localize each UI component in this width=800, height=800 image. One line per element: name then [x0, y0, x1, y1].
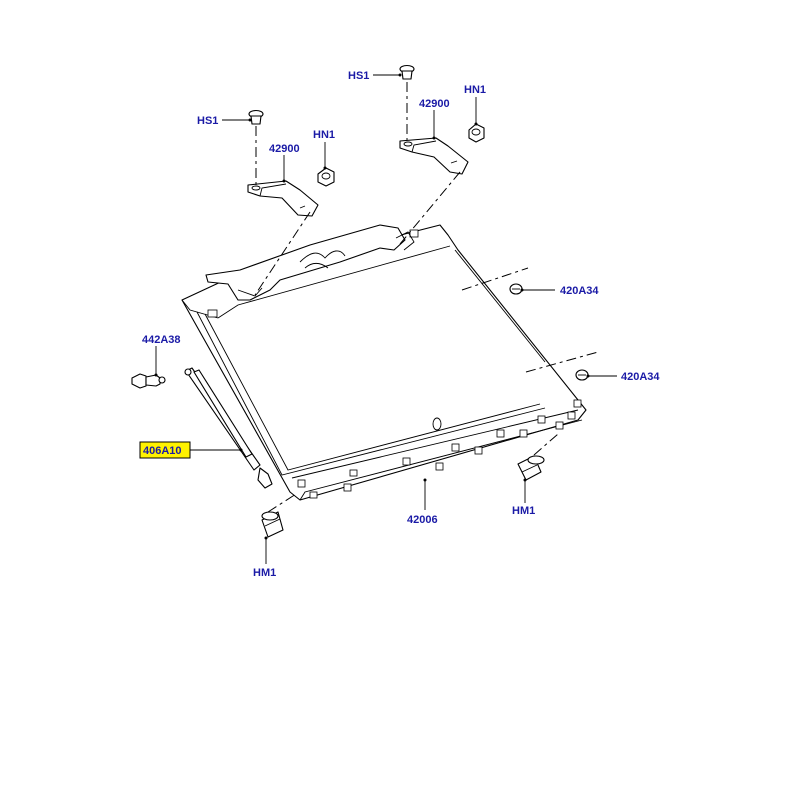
hinge-nut-right[interactable]	[468, 123, 485, 143]
label-hn1-right[interactable]: HN1	[464, 84, 486, 96]
ball-stud[interactable]	[131, 373, 166, 389]
label-42900-right[interactable]: 42900	[419, 98, 450, 110]
label-hm1-right[interactable]: HM1	[512, 505, 535, 517]
hinge-nut-left[interactable]	[317, 167, 335, 187]
label-hs1-right[interactable]: HS1	[348, 70, 369, 82]
label-406a10[interactable]: 406A10	[143, 445, 182, 457]
glass-nut-upper[interactable]	[509, 283, 523, 295]
label-442a38[interactable]: 442A38	[142, 334, 181, 346]
gas-strut[interactable]	[184, 367, 273, 489]
label-hm1-left[interactable]: HM1	[253, 567, 276, 579]
highlight-box	[139, 441, 191, 459]
glass-retaining-clips	[297, 399, 582, 499]
hinge-bracket-left[interactable]	[247, 180, 319, 217]
glass-nut-lower[interactable]	[575, 369, 589, 381]
label-hn1-left[interactable]: HN1	[313, 129, 335, 141]
label-420a34-upper[interactable]: 420A34	[560, 285, 599, 297]
hinge-screw-right[interactable]	[399, 64, 415, 80]
hinge-mount-strip	[205, 224, 415, 301]
hinge-bracket-right[interactable]	[399, 137, 469, 175]
assembly-lines	[254, 82, 599, 513]
rubber-bumper-right[interactable]	[517, 455, 545, 481]
leader-lines	[154, 73, 617, 564]
label-420a34-lower[interactable]: 420A34	[621, 371, 660, 383]
rubber-bumper-left[interactable]	[261, 511, 284, 538]
liftglass[interactable]	[181, 224, 587, 501]
label-42006[interactable]: 42006	[407, 514, 438, 526]
label-hs1-left[interactable]: HS1	[197, 115, 218, 127]
label-42900-left[interactable]: 42900	[269, 143, 300, 155]
hinge-screw-left[interactable]	[248, 109, 264, 125]
